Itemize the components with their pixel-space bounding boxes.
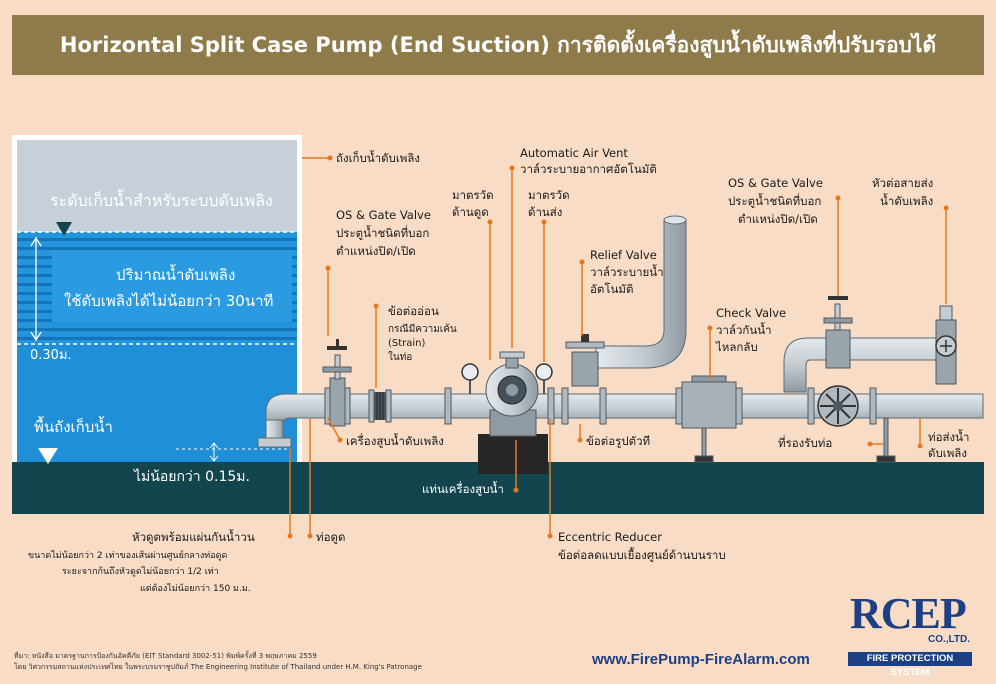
tank-label: ถังเก็บน้ำดับเพลิง	[336, 151, 421, 165]
check-valve-line2: ไหลกลับ	[716, 340, 758, 354]
foot-valve-line3: แต่ต้องไม่น้อยกว่า 150 ม.ม.	[140, 584, 251, 594]
air-vent-desc: วาล์วระบายอากาศอัตโนมัติ	[520, 162, 657, 176]
foot-valve-line1: ขนาดไม่น้อยกว่า 2 เท่าของเส้นผ่านศูนย์กล…	[28, 551, 228, 561]
flex-coupling-line3: ในท่อ	[388, 352, 413, 363]
butterfly-valve	[817, 385, 859, 427]
gate-valve-suction	[322, 339, 352, 427]
website-link[interactable]: www.FirePump-FireAlarm.com	[592, 651, 810, 668]
flex-coupling-line1: กรณีมีความเค้น	[388, 324, 457, 335]
callout-dots	[287, 155, 949, 539]
pipe-supports	[694, 417, 896, 463]
water-tank	[12, 135, 302, 464]
relief-riser	[565, 215, 687, 387]
tee-fitting-label: ข้อต่อรูปตัวที	[586, 434, 651, 448]
suction-gauge	[461, 363, 479, 394]
relief-valve-line1: วาล์วระบายน้ำ	[590, 265, 664, 279]
header-pipe	[783, 337, 947, 393]
min-clearance-label: ไม่น้อยกว่า 0.15ม.	[134, 469, 250, 485]
check-valve-title: Check Valve	[716, 306, 787, 320]
gate-valve-header	[823, 296, 853, 369]
volume-label-line1: ปริมาณน้ำดับเพลิง	[116, 266, 236, 284]
company-tagline: FIRE PROTECTION SYSTEM	[848, 652, 972, 678]
flex-coupling-line2: (Strain)	[388, 338, 426, 349]
discharge-pipe-label-1: ท่อส่งน้ำ	[928, 430, 970, 444]
depth-label: 0.30ม.	[30, 348, 72, 363]
discharge-gauge	[535, 363, 553, 394]
pipe-flanges	[324, 387, 877, 425]
hose-connection-label-1: หัวต่อสายส่ง	[872, 176, 934, 190]
callout-leaders	[289, 157, 947, 536]
air-vent-title: Automatic Air Vent	[520, 146, 628, 160]
check-valve	[681, 375, 737, 429]
fire-pump	[478, 351, 548, 474]
hose-connection	[935, 305, 957, 385]
flexible-coupling	[374, 392, 386, 420]
header-bar: Horizontal Split Case Pump (End Suction)…	[12, 15, 984, 75]
discharge-gauge-label-1: มาตรวัด	[528, 188, 570, 202]
gate-valve-1-line1: ประตูน้ำชนิดที่บอก	[336, 226, 430, 240]
suction-gauge-label-2: ด้านดูด	[452, 205, 489, 219]
eccentric-reducer-desc: ข้อต่อลดแบบเยื้องศูนย์ด้านบนราบ	[558, 548, 726, 562]
gate-valve-2-title: OS & Gate Valve	[728, 176, 823, 190]
check-valve-line1: วาล์วกันน้ำ	[716, 323, 772, 337]
gate-valve-1-line2: ตำแหน่งปิด/เปิด	[336, 244, 416, 258]
foot-valve-title: หัวดูดพร้อมแผ่นกันน้ำวน	[132, 530, 255, 544]
hose-connection-label-2: น้ำดับเพลิง	[880, 194, 934, 208]
suction-gauge-label-1: มาตรวัด	[452, 188, 494, 202]
flex-coupling-title: ข้อต่ออ่อน	[388, 304, 439, 318]
company-suffix: CO.,LTD.	[928, 634, 971, 645]
foot-valve-line2: ระยะจากก้นถึงหัวดูดไม่น้อยกว่า 1/2 เท่า	[62, 567, 219, 577]
relief-valve-title: Relief Valve	[590, 248, 657, 262]
source-line-1: ที่มา: หนังสือ มาตรฐานการป้องกันอัคคีภัย…	[14, 652, 317, 660]
gate-valve-2-line1: ประตูน้ำชนิดที่บอก	[728, 194, 822, 208]
suction-pipe-label: ท่อดูด	[316, 530, 346, 544]
source-line-2: โดย วิศวกรรมสถานแห่งประเทศไทย ในพระบรมรา…	[14, 663, 422, 671]
company-logo: RCEP	[850, 589, 967, 638]
volume-label-line2: ใช้ดับเพลิงได้ไม่น้อยกว่า 30นาที	[64, 292, 274, 310]
tank-floor-label: พื้นถังเก็บน้ำ	[34, 418, 113, 436]
discharge-gauge-label-2: ด้านส่ง	[528, 205, 563, 219]
reserve-level-label: ระดับเก็บน้ำสำหรับระบบดับเพลิง	[50, 191, 273, 210]
gate-valve-2-line2: ตำแหน่งปิด/เปิด	[738, 212, 818, 226]
pump-base-label: แท่นเครื่องสูบน้ำ	[422, 482, 504, 496]
page-title: Horizontal Split Case Pump (End Suction)…	[59, 33, 937, 57]
relief-valve-line2: อัตโนมัติ	[590, 282, 634, 296]
discharge-pipe-label-2: ดับเพลิง	[928, 446, 967, 460]
pipe-support-label: ที่รองรับท่อ	[778, 436, 833, 450]
eccentric-reducer-title: Eccentric Reducer	[558, 530, 662, 544]
pump-label: เครื่องสูบน้ำดับเพลิง	[346, 434, 444, 448]
gate-valve-1-title: OS & Gate Valve	[336, 208, 431, 222]
